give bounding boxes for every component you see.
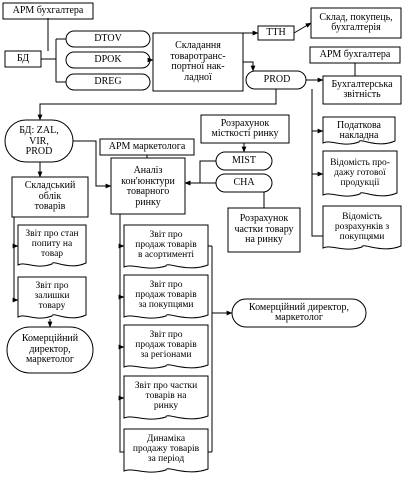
customer-settlements-doc: [322, 205, 402, 250]
sales-regions-doc: [123, 324, 209, 369]
prod-store: [245, 70, 307, 90]
dpok-store: [65, 51, 151, 69]
stock-report-doc: [17, 276, 87, 319]
director-left-terminal: [6, 326, 94, 374]
demand-report-doc: [17, 224, 87, 267]
market-share-calc-box: [227, 207, 301, 253]
market-analysis-box: [110, 157, 186, 215]
dreg-store: [65, 73, 151, 91]
analysis-doc-spine: [119, 214, 124, 453]
ttn-box: [257, 25, 295, 41]
arm-accountant-top-box: [2, 2, 94, 20]
market-capacity-calc-box: [200, 114, 290, 144]
cha-store: [215, 173, 273, 193]
warehouse-accounting-box: [11, 176, 89, 218]
market-share-report-doc: [123, 375, 209, 420]
finished-goods-sales-doc: [322, 150, 398, 197]
warehouse-recipients-box: [310, 7, 402, 39]
db-zal-store: [4, 119, 74, 163]
sales-assortment-doc: [123, 224, 209, 269]
tax-invoice-doc: [322, 116, 396, 145]
prod-doc-spine: [311, 89, 323, 237]
arm-marketer-box: [99, 138, 195, 156]
sales-customers-doc: [123, 274, 209, 319]
warehouse-doc-spine: [13, 217, 18, 301]
dtov-store: [65, 30, 151, 48]
arm-accountant-right-box: [309, 46, 401, 64]
compile-invoice-box: [152, 32, 244, 92]
director-right-terminal: [231, 298, 367, 328]
sales-dynamics-doc: [123, 428, 209, 473]
prod-to-dbzal-line: [37, 89, 277, 121]
ttn-to-recipients-line: [293, 22, 312, 34]
mist-to-analysis: [184, 160, 216, 186]
mist-store: [215, 151, 273, 171]
db-box: [4, 50, 42, 68]
compile-to-prod-line: [243, 61, 256, 72]
accounting-report-box: [322, 75, 402, 105]
dbzal-to-analysis: [73, 140, 112, 189]
